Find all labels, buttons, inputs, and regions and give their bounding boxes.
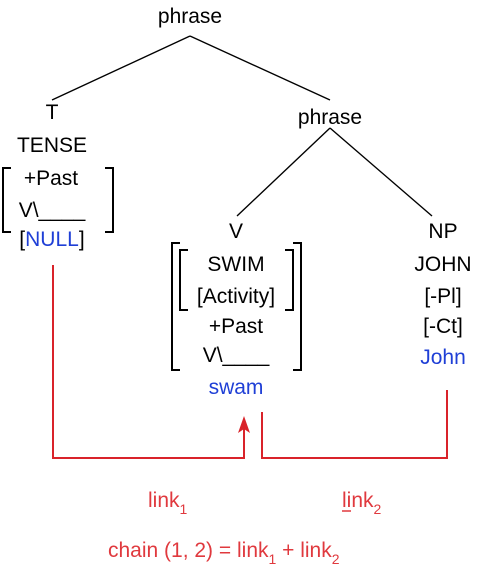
t-null-value: NULL bbox=[25, 228, 79, 251]
t-feature-past: +Past bbox=[24, 167, 78, 190]
np-form-john: John bbox=[420, 346, 466, 369]
branch-phrase-to-np bbox=[329, 127, 433, 217]
v-feature-v-slot: V\____ bbox=[203, 344, 270, 367]
link1-label: link1 bbox=[148, 489, 188, 517]
t-null-close-bracket: ] bbox=[79, 228, 85, 251]
t-right-bracket bbox=[105, 167, 114, 233]
inner-phrase-label: phrase bbox=[298, 106, 362, 129]
branch-root-to-t bbox=[51, 35, 191, 101]
np-head-label: JOHN bbox=[414, 253, 471, 276]
branch-phrase-to-v bbox=[236, 127, 331, 217]
t-left-bracket bbox=[2, 167, 11, 233]
link1-arrowhead bbox=[238, 416, 250, 433]
np-category-label: NP bbox=[428, 220, 457, 243]
t-category-label: T bbox=[46, 101, 59, 124]
root-label: phrase bbox=[158, 5, 222, 28]
branch-root-to-phrase bbox=[189, 35, 331, 101]
np-feature-plural: [-Pl] bbox=[424, 285, 461, 308]
t-null-feature: [NULL] bbox=[19, 228, 84, 251]
v-form-swam: swam bbox=[209, 376, 264, 399]
t-null-open-bracket: [ bbox=[19, 228, 25, 251]
link1-line bbox=[52, 265, 245, 459]
v-outer-right-bracket bbox=[293, 242, 302, 371]
link2-label: link2 bbox=[342, 489, 382, 517]
np-feature-count: [-Ct] bbox=[423, 315, 463, 338]
v-feature-past: +Past bbox=[209, 315, 263, 338]
t-head-label: TENSE bbox=[17, 134, 87, 157]
v-inner-left-bracket bbox=[179, 249, 188, 311]
v-outer-left-bracket bbox=[171, 242, 180, 371]
v-category-label: V bbox=[229, 220, 243, 243]
v-inner-right-bracket bbox=[285, 249, 294, 311]
chain-formula: chain (1, 2) = link1 + link2 bbox=[108, 539, 340, 567]
v-feature-activity: [Activity] bbox=[197, 285, 275, 308]
link2-line bbox=[261, 390, 448, 459]
t-feature-v-slot: V\____ bbox=[19, 199, 86, 222]
v-head-label: SWIM bbox=[207, 253, 264, 276]
